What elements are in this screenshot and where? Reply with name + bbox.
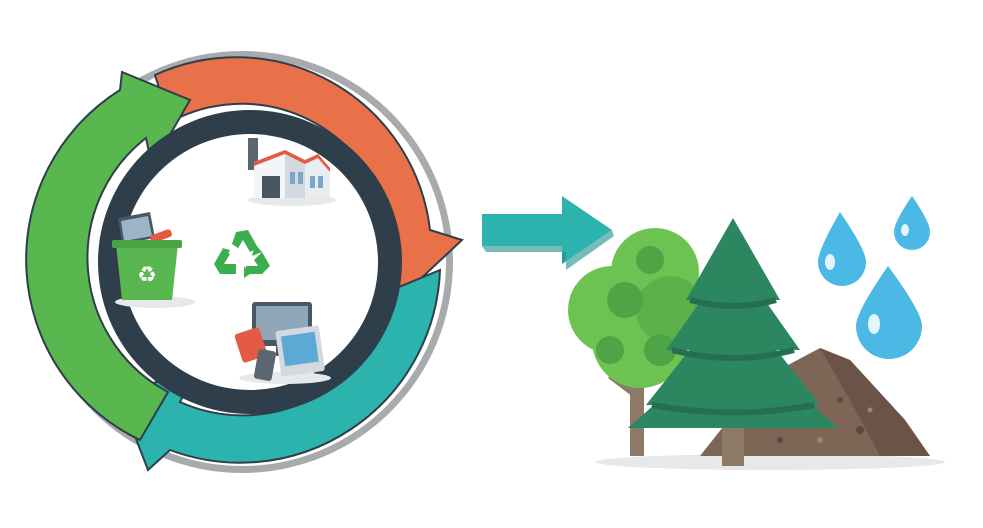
water-drop-icon (856, 266, 922, 359)
factory-icon (248, 138, 336, 206)
green-cycle-arrow (25, 70, 192, 442)
nature-result (568, 196, 945, 470)
recycle-bin-icon: ♻ (112, 212, 195, 308)
right-arrow-icon (482, 196, 614, 270)
water-drop-icon (818, 212, 866, 286)
svg-text:♻: ♻ (137, 263, 157, 288)
pine-tree-icon (628, 218, 838, 466)
ground-shadow (595, 454, 945, 470)
devices-icon (234, 302, 331, 384)
deciduous-tree-icon (568, 228, 704, 456)
recycle-symbol-icon (214, 230, 270, 278)
water-drop-icon (894, 196, 930, 250)
recycling-cycle: ♻ (25, 51, 464, 473)
